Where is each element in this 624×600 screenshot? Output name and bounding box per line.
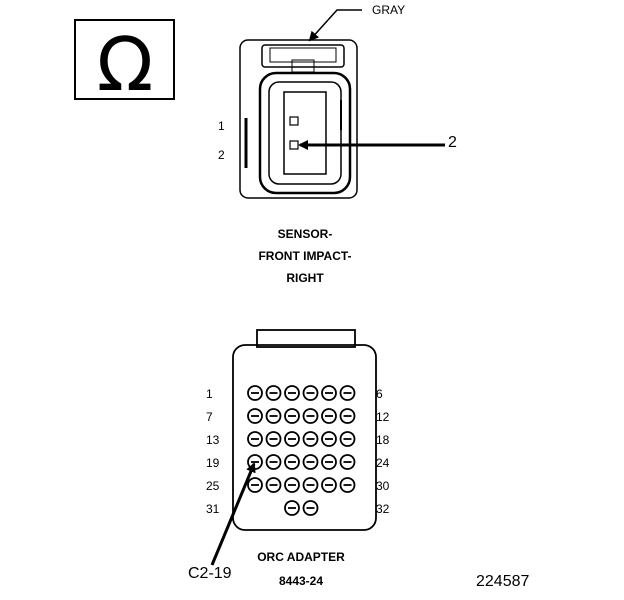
ohmmeter-symbol: Ω	[74, 19, 175, 108]
orc-adapter-connector	[232, 329, 377, 531]
figure-number: 224587	[476, 573, 530, 590]
adapter-cavity	[302, 408, 319, 424]
adapter-cavity	[265, 454, 282, 470]
probe-pin-callout: 2	[448, 134, 457, 151]
adapter-cavity	[284, 500, 300, 516]
adapter-cavity	[247, 431, 263, 447]
adapter-cavity	[247, 408, 263, 424]
adapter-cavity	[265, 477, 282, 493]
adapter-probe-arrow	[210, 462, 256, 566]
adapter-cavity	[321, 477, 337, 493]
sensor-title-line-1: SENSOR-	[277, 227, 333, 241]
adapter-cavity	[302, 477, 319, 493]
connector-color-label: GRAY	[372, 3, 406, 17]
adapter-pin-right-12: 12	[376, 410, 390, 424]
adapter-pin-left-1: 1	[206, 387, 213, 401]
adapter-pin-right-32: 32	[376, 502, 390, 516]
adapter-cavity	[247, 385, 263, 401]
adapter-title: ORC ADAPTER	[257, 550, 345, 564]
adapter-cavity	[284, 385, 300, 401]
adapter-cavity	[265, 385, 282, 401]
adapter-pin-left-31: 31	[206, 502, 220, 516]
adapter-cavity	[284, 454, 300, 470]
gray-color-leader	[308, 9, 362, 42]
adapter-cavity	[302, 385, 319, 401]
adapter-cavity	[302, 454, 319, 470]
adapter-pin-right-18: 18	[376, 433, 390, 447]
adapter-cavity	[339, 431, 356, 447]
adapter-cavity	[247, 477, 263, 493]
adapter-pin-left-7: 7	[206, 410, 213, 424]
adapter-cavity	[284, 431, 300, 447]
adapter-cavity	[284, 477, 300, 493]
sensor-connector	[239, 39, 358, 199]
adapter-cavity	[321, 454, 337, 470]
adapter-pin-right-6: 6	[376, 387, 383, 401]
adapter-cavity	[265, 431, 282, 447]
adapter-cavity	[321, 385, 337, 401]
adapter-part-number: 8443-24	[278, 574, 324, 588]
adapter-cavity	[321, 431, 337, 447]
adapter-pin-left-19: 19	[206, 456, 220, 470]
adapter-cavity	[302, 500, 319, 516]
adapter-cavity-grid	[247, 385, 356, 516]
sensor-pin-label-1: 1	[218, 119, 225, 133]
adapter-cavity	[339, 385, 356, 401]
sensor-title-line-3: RIGHT	[286, 271, 324, 285]
ohm-icon: Ω	[97, 22, 154, 108]
adapter-cavity	[284, 408, 300, 424]
probe-adapter-callout: C2-19	[188, 565, 232, 582]
adapter-pin-left-25: 25	[206, 479, 220, 493]
adapter-cavity	[339, 477, 356, 493]
sensor-title-line-2: FRONT IMPACT-	[258, 249, 352, 263]
adapter-cavity	[321, 408, 337, 424]
sensor-pin-label-2: 2	[218, 148, 225, 162]
adapter-pin-right-30: 30	[376, 479, 390, 493]
adapter-cavity	[339, 454, 356, 470]
adapter-cavity	[302, 431, 319, 447]
adapter-pin-left-13: 13	[206, 433, 220, 447]
adapter-pin-right-24: 24	[376, 456, 390, 470]
adapter-cavity	[339, 408, 356, 424]
adapter-cavity	[247, 454, 263, 470]
adapter-cavity	[265, 408, 282, 424]
